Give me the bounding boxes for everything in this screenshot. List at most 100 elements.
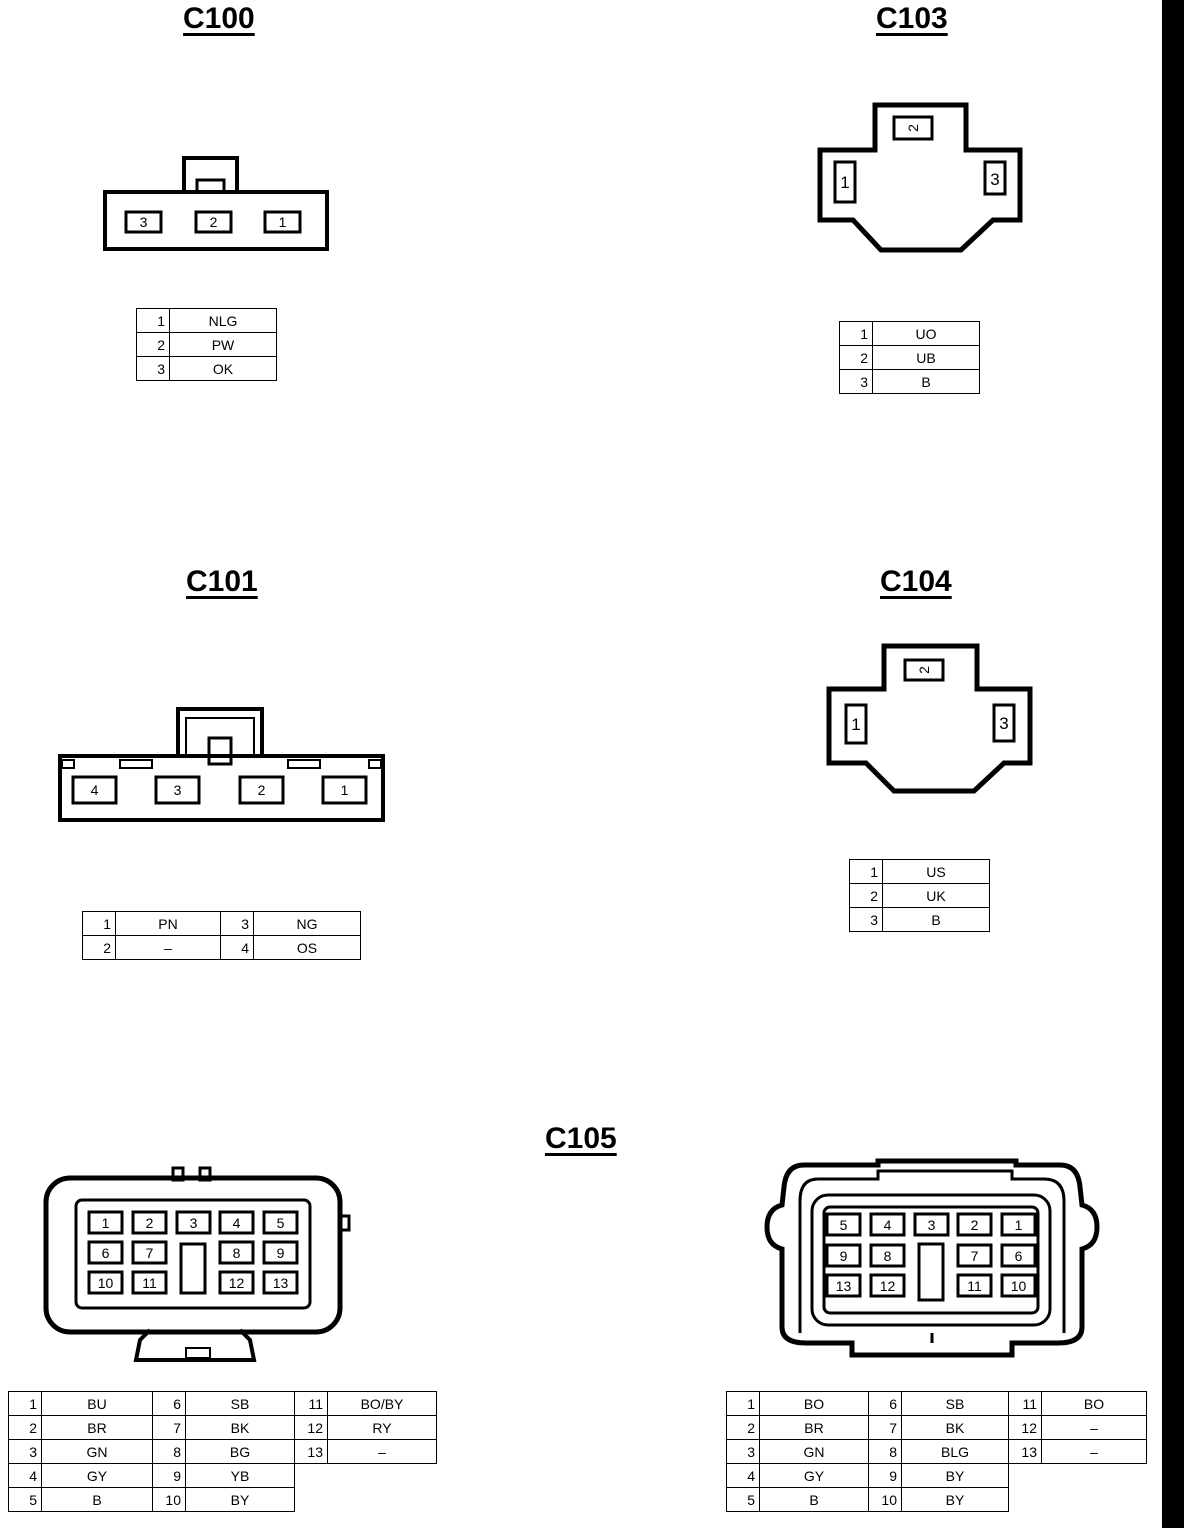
pin-number: 10 [152, 1487, 186, 1512]
empty-cell [1009, 1488, 1147, 1512]
table-row: 5 B 10 BY [8, 1487, 437, 1512]
wire-color: GY [759, 1463, 869, 1488]
wire-color: BO [759, 1391, 869, 1416]
c105-right-pin-cavity [956, 1212, 993, 1237]
pin-number: 3 [839, 369, 873, 394]
c101-pin-cavity [321, 775, 368, 805]
wire-color: B [41, 1487, 153, 1512]
c105-right-pin-label: 12 [880, 1278, 896, 1294]
pin-number: 9 [152, 1463, 186, 1488]
c101-pin-label: 1 [341, 782, 349, 798]
c105-left-pin-cavity [131, 1270, 168, 1295]
c105-right-pin-label: 6 [1015, 1248, 1023, 1264]
wire-color: – [115, 935, 221, 960]
c104-connector-face: 2 1 3 [826, 643, 1033, 794]
pin-number: 5 [726, 1487, 760, 1512]
pin-number: 3 [726, 1439, 760, 1464]
wire-color: PW [169, 332, 277, 357]
page-edge-bar [1162, 0, 1184, 1528]
c105-left-pin-label: 12 [229, 1275, 245, 1291]
pin-number: 1 [849, 859, 883, 884]
wire-color: OS [253, 935, 361, 960]
pin-number: 1 [82, 911, 116, 936]
table-row: 2 BR 7 BK 12 – [726, 1415, 1147, 1440]
wire-color: BO [1041, 1391, 1147, 1416]
c105-left-pin-cavity [218, 1210, 255, 1235]
c105-right-pin-label: 5 [840, 1217, 848, 1233]
c105-right-pin-cavity [1000, 1273, 1037, 1298]
c105-right-pin-label: 11 [967, 1278, 982, 1294]
pin-number: 12 [294, 1415, 328, 1440]
c105-right-pin-label: 1 [1015, 1217, 1023, 1233]
c105-right-pin-cavity [825, 1273, 862, 1298]
c101-pin-label: 2 [258, 782, 266, 798]
wire-color: B [759, 1487, 869, 1512]
wire-color: SB [901, 1391, 1009, 1416]
pin-number: 6 [152, 1391, 186, 1416]
c105-left-pin-cavity [262, 1240, 299, 1265]
pin-number: 8 [868, 1439, 902, 1464]
c105-left-pin-label: 6 [102, 1245, 110, 1261]
c105-left-pin-label: 8 [233, 1245, 241, 1261]
wire-color: BY [901, 1487, 1009, 1512]
c105-right-pin-label: 3 [928, 1217, 936, 1233]
c105-left-pin-label: 13 [273, 1275, 289, 1291]
c105-left-pin-cavity [87, 1240, 124, 1265]
c105-left-pin-cavity [131, 1210, 168, 1235]
wire-color: BO/BY [327, 1391, 437, 1416]
wire-color: B [882, 907, 990, 932]
c105-left-pin-label: 1 [102, 1215, 110, 1231]
c105-left-pin-cavity [218, 1270, 255, 1295]
pin-number: 1 [8, 1391, 42, 1416]
pin-number: 10 [868, 1487, 902, 1512]
pin-number: 6 [868, 1391, 902, 1416]
wire-color: BY [901, 1463, 1009, 1488]
wire-color: PN [115, 911, 221, 936]
c100-pin-label: 1 [279, 214, 287, 230]
wire-color: BR [41, 1415, 153, 1440]
connector-title-c105: C105 [545, 1122, 617, 1155]
empty-cell [1009, 1464, 1147, 1488]
wire-color: SB [185, 1391, 295, 1416]
pin-number: 9 [868, 1463, 902, 1488]
pin-number: 3 [849, 907, 883, 932]
c105-right-pin-cavity [913, 1212, 950, 1237]
pin-number: 3 [8, 1439, 42, 1464]
pin-number: 7 [868, 1415, 902, 1440]
c100-pin-cavity [124, 210, 163, 234]
wire-color: BU [41, 1391, 153, 1416]
c105-left-pin-cavity [87, 1210, 124, 1235]
c105-left-pin-cavity [87, 1270, 124, 1295]
pin-number: 1 [136, 308, 170, 333]
wire-color: – [1041, 1415, 1147, 1440]
pin-number: 3 [136, 356, 170, 381]
wire-color: YB [185, 1463, 295, 1488]
c105-left-pin-label: 9 [277, 1245, 285, 1261]
wire-color: B [872, 369, 980, 394]
wire-color: RY [327, 1415, 437, 1440]
c105-left-pin-cavity [218, 1240, 255, 1265]
c100-pin-cavity [194, 210, 233, 234]
pin-number: 4 [8, 1463, 42, 1488]
c105-right-pin-label: 9 [840, 1248, 848, 1264]
pin-number: 2 [839, 345, 873, 370]
table-row: 5 B 10 BY [726, 1487, 1147, 1512]
c105-left-pin-label: 11 [142, 1275, 157, 1291]
c105-right-pin-table: 1 BO 6 SB 11 BO 2 BR 7 BK 12 – 3 GN 8 BL… [726, 1391, 1147, 1512]
wire-color: US [882, 859, 990, 884]
pin-number: 4 [726, 1463, 760, 1488]
c105-right-pin-cavity [869, 1243, 906, 1268]
empty-cell [295, 1488, 437, 1512]
c101-pin-label: 3 [174, 782, 182, 798]
wire-color: NG [253, 911, 361, 936]
pin-number: 2 [8, 1415, 42, 1440]
c105-right-pin-label: 13 [836, 1278, 852, 1294]
